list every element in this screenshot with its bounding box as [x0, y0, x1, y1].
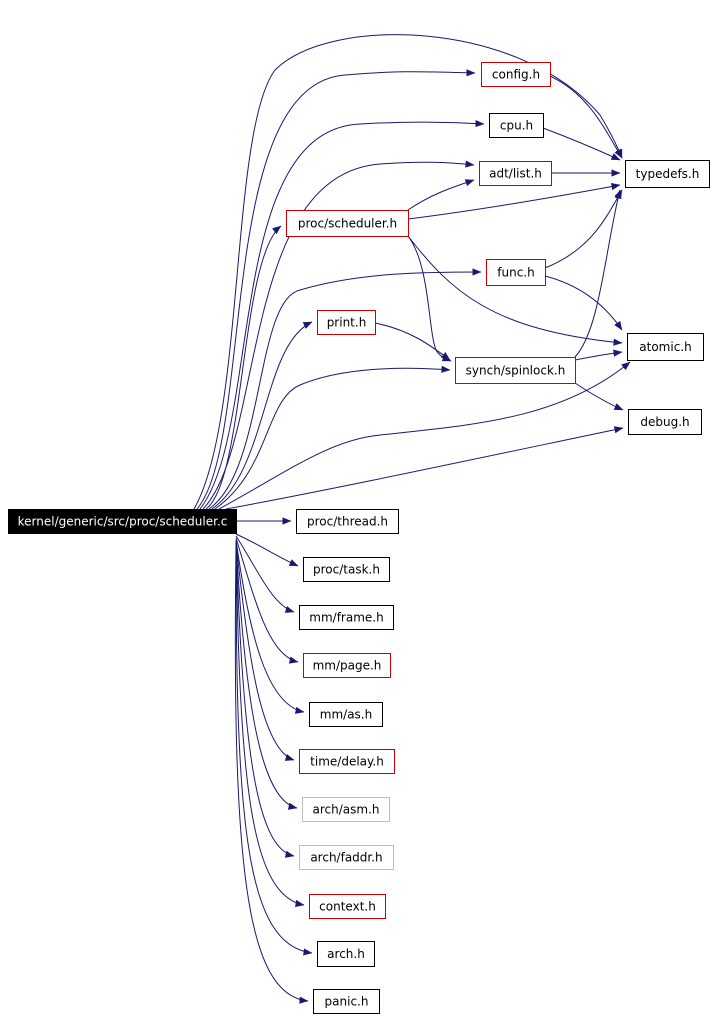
node-box: [299, 605, 394, 630]
node-box: [309, 894, 386, 919]
node-label: synch/spinlock.h: [466, 364, 566, 378]
edge-config-typedefs: [549, 75, 623, 159]
node-box: [625, 160, 710, 188]
node-box: [486, 259, 546, 286]
node-box: [627, 333, 704, 361]
node-label: context.h: [319, 900, 376, 914]
node-archasm[interactable]: arch/asm.h: [302, 797, 390, 822]
edge-print-spinlock: [374, 322, 451, 361]
edge-func-typedefs: [544, 189, 623, 269]
node-config[interactable]: config.h: [481, 62, 551, 87]
node-box: [481, 62, 551, 87]
node-label: mm/page.h: [313, 659, 382, 673]
edge-root-typedefs: [193, 34, 623, 510]
edge-root-procsched: [205, 225, 282, 510]
node-label: kernel/generic/src/proc/scheduler.c: [18, 515, 228, 529]
node-label: adt/list.h: [489, 167, 542, 181]
node-box: [317, 310, 376, 335]
edge-root-atomic: [218, 361, 631, 510]
node-label: typedefs.h: [636, 167, 700, 181]
edge-spinlock-typedefs: [574, 189, 622, 358]
node-label: arch/faddr.h: [310, 851, 382, 865]
edge-procsched-adtlist: [407, 179, 475, 211]
node-box: [286, 210, 409, 237]
node-as[interactable]: mm/as.h: [309, 702, 383, 727]
node-box: [489, 113, 544, 138]
node-page[interactable]: mm/page.h: [303, 653, 391, 678]
node-label: time/delay.h: [310, 755, 384, 769]
node-label: proc/scheduler.h: [298, 217, 397, 231]
edge-procsched-atomic: [407, 235, 623, 346]
node-thread[interactable]: proc/thread.h: [296, 509, 399, 534]
node-label: proc/task.h: [313, 563, 380, 577]
dependency-edges: [193, 34, 631, 1004]
node-box: [313, 989, 380, 1014]
edge-spinlock-atomic: [574, 349, 623, 361]
node-label: arch.h: [327, 947, 365, 961]
edge-root-faddr: [235, 542, 295, 858]
edge-root-print: [211, 321, 313, 510]
node-label: mm/as.h: [320, 708, 372, 722]
node-print[interactable]: print.h: [317, 310, 376, 335]
edge-procsched-spinlock: [407, 235, 452, 362]
edge-root-config: [196, 69, 476, 510]
node-label: proc/thread.h: [307, 515, 388, 529]
node-spinlock[interactable]: synch/spinlock.h: [455, 357, 576, 384]
node-box: [299, 845, 394, 870]
edge-root-panic: [234, 545, 309, 1004]
edge-root-frame: [235, 535, 295, 613]
node-box: [299, 749, 395, 774]
edge-root-spinlock: [214, 365, 451, 510]
node-procsched[interactable]: proc/scheduler.h: [286, 210, 409, 237]
node-arch[interactable]: arch.h: [317, 941, 375, 967]
node-atomic[interactable]: atomic.h: [627, 333, 704, 361]
edge-root-as: [235, 539, 305, 714]
edge-root-arch: [235, 544, 313, 956]
node-frame[interactable]: mm/frame.h: [299, 605, 394, 630]
node-panic[interactable]: panic.h: [313, 989, 380, 1014]
edge-cpu-typedefs: [542, 127, 621, 161]
node-box: [309, 702, 383, 727]
node-delay[interactable]: time/delay.h: [299, 749, 395, 774]
node-box: [303, 557, 390, 582]
node-label: print.h: [327, 316, 367, 330]
node-box: [303, 653, 391, 678]
edge-root-cpu: [199, 119, 485, 510]
node-adtlist[interactable]: adt/list.h: [479, 161, 552, 186]
node-label: debug.h: [640, 415, 689, 429]
node-cpu[interactable]: cpu.h: [489, 113, 544, 138]
node-box: [317, 941, 375, 967]
node-label: arch/asm.h: [313, 803, 380, 817]
edge-root-task: [235, 533, 299, 567]
edge-root-context: [235, 543, 305, 907]
node-label: func.h: [497, 266, 534, 280]
node-box: [479, 161, 552, 186]
node-func[interactable]: func.h: [486, 259, 546, 286]
file-nodes: kernel/generic/src/proc/scheduler.c confi…: [8, 62, 710, 1014]
node-box: [8, 509, 237, 534]
node-box: [302, 797, 390, 822]
node-label: atomic.h: [639, 340, 691, 354]
node-typedefs[interactable]: typedefs.h: [625, 160, 710, 188]
node-box: [296, 509, 399, 534]
node-debug[interactable]: debug.h: [628, 409, 702, 435]
node-label: config.h: [492, 68, 540, 82]
node-box: [455, 357, 576, 384]
edge-spinlock-debug: [574, 382, 624, 411]
edge-func-atomic: [544, 275, 623, 331]
node-box: [628, 409, 702, 435]
edge-procsched-typedefs: [407, 183, 621, 220]
edge-root-debug: [225, 426, 624, 510]
node-task[interactable]: proc/task.h: [303, 557, 390, 582]
node-context[interactable]: context.h: [309, 894, 386, 919]
node-label: panic.h: [325, 995, 369, 1009]
edge-root-delay: [235, 540, 295, 761]
edge-root-page: [235, 537, 299, 664]
node-label: cpu.h: [500, 119, 533, 133]
edge-root-archasm: [235, 541, 298, 810]
node-faddr[interactable]: arch/faddr.h: [299, 845, 394, 870]
node-label: mm/frame.h: [309, 611, 383, 625]
root-node: kernel/generic/src/proc/scheduler.c: [8, 509, 237, 534]
